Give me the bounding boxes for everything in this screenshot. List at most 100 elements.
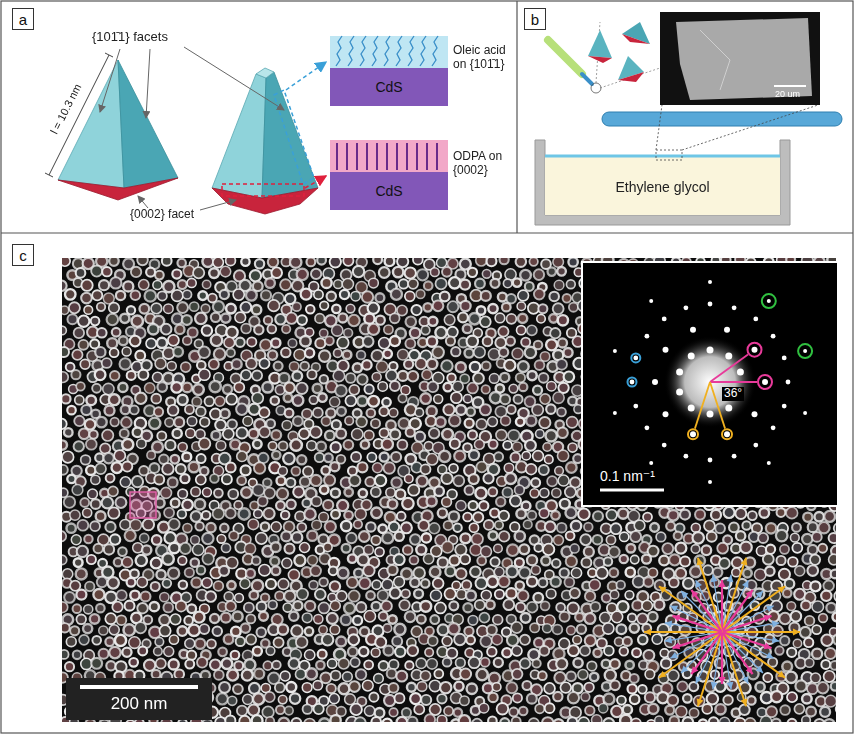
diffraction-spot (708, 302, 713, 307)
odpa-layer (330, 140, 448, 172)
facet-selection (274, 90, 314, 184)
spot-marker (631, 353, 640, 362)
truncated-tetrahedron (212, 68, 318, 214)
pipette (548, 22, 660, 93)
diffraction-spot (662, 443, 667, 448)
central-beam (664, 336, 756, 428)
diffraction-spot (753, 443, 758, 448)
diffraction-spot (613, 411, 617, 415)
diffraction-spot (752, 411, 758, 417)
film (676, 18, 812, 100)
arrow-head (727, 682, 734, 690)
diffraction-spot (663, 347, 669, 353)
arrow-head (697, 558, 704, 566)
diffraction-spot (708, 458, 713, 463)
symmetry-ray (722, 616, 772, 632)
diffraction-spot (662, 317, 667, 322)
diffraction-spot (630, 380, 635, 385)
diffraction-spot (732, 305, 737, 310)
diffraction-spot (737, 369, 744, 376)
text-label: l = 10.3 nm (48, 82, 84, 137)
diffraction-spot (803, 349, 807, 353)
leader-arrow (100, 49, 120, 112)
arrow-head (719, 580, 726, 587)
diffraction-inset (582, 262, 838, 506)
arrow-head (659, 671, 667, 678)
spot-marker (628, 378, 637, 387)
cds-slab: CdS (330, 172, 448, 210)
symmetry-ray (722, 590, 753, 632)
text-label: 20 um (775, 89, 800, 99)
symmetry-ray (722, 632, 772, 648)
container (535, 140, 790, 225)
text-label: 36° (722, 387, 744, 401)
diffraction-spot (649, 461, 653, 465)
film-crack (700, 30, 730, 90)
diffraction-spot (690, 327, 696, 333)
arrow-head (644, 629, 651, 636)
text-label: Oleic acid on {101̄1} (453, 44, 515, 72)
leader-arrow (146, 49, 150, 118)
highlight-square (130, 492, 156, 518)
zoom-line (682, 105, 818, 150)
ethylene-glycol: Ethylene glycol (545, 158, 780, 215)
diffraction-spot (688, 404, 695, 411)
symmetry-ray (698, 632, 722, 706)
spot-marker (748, 343, 762, 357)
arrow-head (696, 676, 702, 684)
symmetry-ray (659, 586, 722, 632)
diffraction-spot (688, 353, 695, 360)
arrow-head (766, 652, 774, 658)
text-label: 200 nm (111, 694, 168, 714)
scale-bar-ground (66, 678, 212, 720)
node-text: Ethylene glycol (615, 179, 709, 195)
vector-arrow (710, 354, 748, 382)
diffraction-spot (762, 379, 768, 385)
arrow-head (756, 591, 763, 598)
panel-divider (1, 232, 853, 233)
diffraction-spot (771, 425, 776, 430)
symmetry-ray (721, 632, 723, 684)
arrow-head (741, 558, 748, 566)
arrow-head (665, 637, 673, 644)
arrow-head (696, 580, 702, 588)
sem-inset (660, 12, 820, 105)
arrow-head (777, 671, 785, 678)
arrow-head (741, 698, 748, 706)
leader-arrow (138, 196, 148, 208)
arrow-head (670, 652, 678, 658)
arrow-head (659, 586, 667, 593)
tetrahedron (58, 60, 178, 200)
arrow-head (727, 575, 734, 583)
spot-marker (762, 294, 776, 308)
facet-selection (222, 184, 304, 196)
leader-arrow (200, 200, 236, 210)
spot-marker (688, 429, 698, 439)
arrow-head (793, 629, 800, 636)
symmetry-ray (673, 616, 723, 632)
diffraction-spot (786, 380, 791, 385)
arrow-head (681, 591, 688, 598)
arrow-head (670, 606, 678, 612)
diffraction-spot (652, 379, 658, 385)
diffraction-spot (649, 299, 653, 303)
diffraction-spot (708, 480, 712, 484)
spot-marker (798, 344, 812, 358)
panel-divider (516, 1, 517, 233)
diffraction-spot (613, 349, 617, 353)
arrow-head (772, 621, 780, 628)
diffraction-spot (684, 454, 689, 459)
node-text: a (19, 11, 27, 28)
panel-label: a (12, 8, 34, 30)
diffraction-spot (633, 356, 638, 361)
symmetry-ray (691, 632, 722, 674)
symmetry-ray (722, 632, 785, 678)
diffraction-spot (771, 334, 776, 339)
substrate-rod (602, 112, 842, 126)
arrow-head (673, 615, 681, 622)
arrow-head (764, 643, 772, 650)
diffraction-spot (645, 334, 650, 339)
nanocrystals (588, 22, 650, 82)
arrow-head (697, 698, 704, 706)
